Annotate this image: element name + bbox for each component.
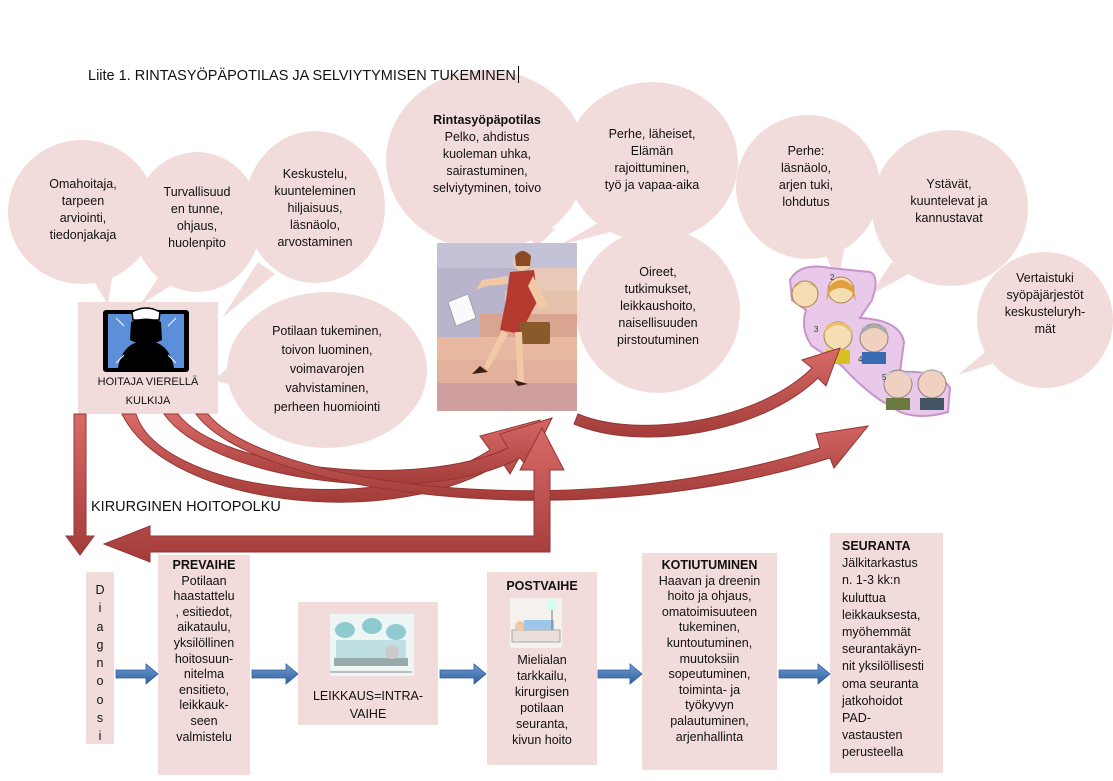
- section-label: KIRURGINEN HOITOPOLKU: [91, 499, 281, 515]
- nurse-icon: [103, 307, 189, 372]
- bubble-potilaan-tukeminen: [214, 292, 427, 448]
- patient-image: [437, 243, 577, 411]
- postvaihe-title: POSTVAIHE: [506, 579, 578, 593]
- kotiutuminen-title: KOTIUTUMINEN: [661, 558, 758, 572]
- bubble-oireet-text: Oireet,tutkimukset,leikkaushoito,naisell…: [617, 265, 699, 347]
- bubble-rintasyopapotilas-title: Rintasyöpäpotilas: [433, 113, 541, 127]
- nurse-box: [78, 302, 218, 414]
- text-cursor: [517, 66, 519, 83]
- bubble-potilaan-tukeminen-text: Potilaan tukeminen,toivon luominen,voima…: [272, 324, 382, 414]
- bubble-vertaistuki: [958, 252, 1113, 388]
- bubble-ystavat: [870, 130, 1028, 295]
- family-number-2: 2: [830, 273, 835, 282]
- seuranta-title: SEURANTA: [842, 539, 911, 553]
- leikkaus-text: LEIKKAUS=INTRA-VAIHE: [312, 689, 424, 721]
- box-kotiutuminen: [642, 553, 777, 770]
- family-number-5: 5: [882, 373, 887, 382]
- bubble-rintasyopapotilas: [386, 70, 586, 250]
- page-title: Liite 1. RINTASYÖPÄPOTILAS JA SELVIYTYMI…: [88, 66, 519, 84]
- box-diagnoosi: [86, 572, 114, 744]
- speech-bubbles: [8, 70, 1113, 448]
- family-image: [788, 265, 952, 417]
- family-numbers: 2 3 4 5: [814, 273, 887, 382]
- pathway-boxes: [86, 533, 943, 775]
- blue-arrows: [115, 663, 831, 685]
- red-arrows: [65, 347, 870, 563]
- bubble-omahoitaja: [8, 140, 156, 305]
- surgery-image: [330, 614, 414, 676]
- postop-image: [510, 598, 562, 648]
- bubble-perhe-laheiset: [560, 82, 738, 245]
- family-number-3: 3: [814, 325, 819, 334]
- bubble-keskustelu: [222, 131, 385, 318]
- prevaihe-title: PREVAIHE: [172, 558, 236, 572]
- bubble-turvallisuus: [133, 152, 261, 305]
- family-number-4: 4: [858, 355, 863, 364]
- bubble-perhe-lasnaolo-text: Perhe:läsnäolo,arjen tuki,lohdutus: [778, 144, 834, 209]
- box-seuranta: [830, 533, 943, 773]
- box-prevaihe: [158, 555, 250, 775]
